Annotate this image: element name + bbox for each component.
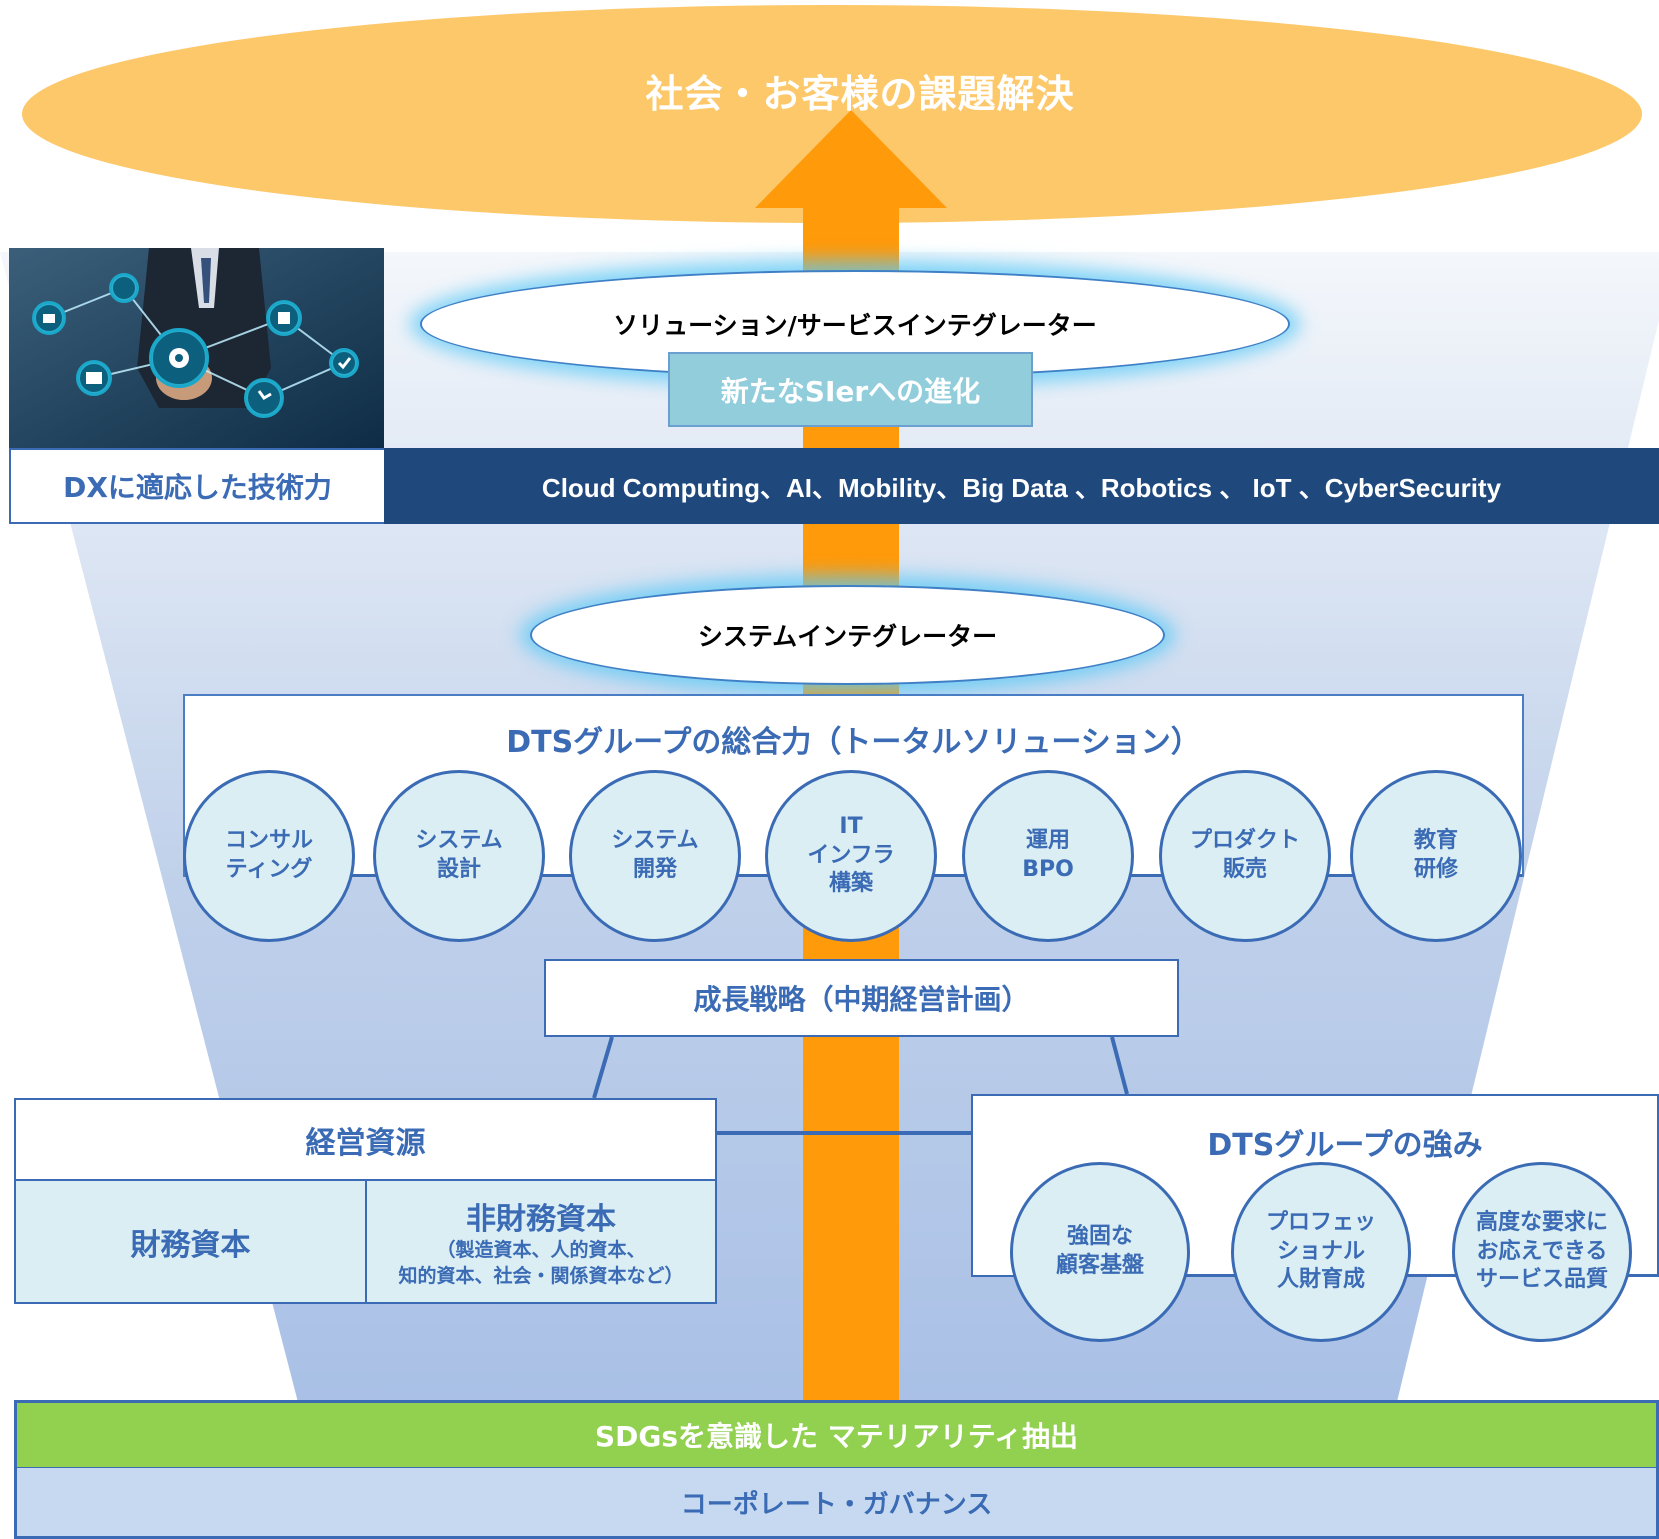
sdgs-materiality-band: SDGsを意識した マテリアリティ抽出 bbox=[14, 1400, 1659, 1470]
dts-strengths-title: DTSグループの強み bbox=[1207, 1128, 1483, 1163]
service-circle-product-sales: プロダクト 販売 bbox=[1159, 770, 1331, 942]
service-circle-system-design: システム 設計 bbox=[373, 770, 545, 942]
system-integrator-label: システムインテグレーター bbox=[697, 622, 998, 651]
financial-capital-cell: 財務資本 bbox=[14, 1179, 367, 1304]
dx-technology-photo bbox=[9, 248, 384, 448]
non-financial-capital-detail: （製造資本、人的資本、 知的資本、社会・関係資本など） bbox=[398, 1238, 684, 1287]
solution-integrator-label: ソリューション/サービスインテグレーター bbox=[613, 311, 1097, 340]
growth-strategy-box: 成長戦略（中期経営計画） bbox=[544, 959, 1179, 1037]
non-financial-capital-label: 非財務資本 bbox=[466, 1201, 616, 1237]
service-circle-system-development: システム 開発 bbox=[569, 770, 741, 942]
goal-text: 社会・お客様の課題解決 bbox=[645, 71, 1075, 116]
strength-circle-service-quality: 高度な要求に お応えできる サービス品質 bbox=[1452, 1162, 1632, 1342]
strength-circle-customer-base: 強固な 顧客基盤 bbox=[1010, 1162, 1190, 1342]
technology-list-band: Cloud Computing、AI、Mobility、Big Data 、Ro… bbox=[384, 448, 1659, 524]
management-resources-title: 経営資源 bbox=[14, 1098, 717, 1181]
service-circle-it-infrastructure: IT インフラ 構築 bbox=[765, 770, 937, 942]
new-sier-evolution-box: 新たなSIerへの進化 bbox=[668, 352, 1033, 427]
growth-arrow-head bbox=[755, 110, 947, 208]
corporate-governance-band: コーポレート・ガバナンス bbox=[14, 1468, 1659, 1539]
dx-technology-label: DXに適応した技術力 bbox=[9, 448, 386, 524]
service-circle-consulting: コンサル ティング bbox=[183, 770, 355, 942]
strength-circle-professional-hr: プロフェッ ショナル 人財育成 bbox=[1231, 1162, 1411, 1342]
system-integrator-ellipse: システムインテグレーター bbox=[530, 585, 1165, 685]
service-circle-operation-bpo: 運用 BPO bbox=[962, 770, 1134, 942]
service-circle-education-training: 教育 研修 bbox=[1350, 770, 1522, 942]
non-financial-capital-cell: 非財務資本 （製造資本、人的資本、 知的資本、社会・関係資本など） bbox=[365, 1179, 717, 1304]
total-solution-title: DTSグループの総合力（トータルソリューション） bbox=[506, 725, 1201, 760]
